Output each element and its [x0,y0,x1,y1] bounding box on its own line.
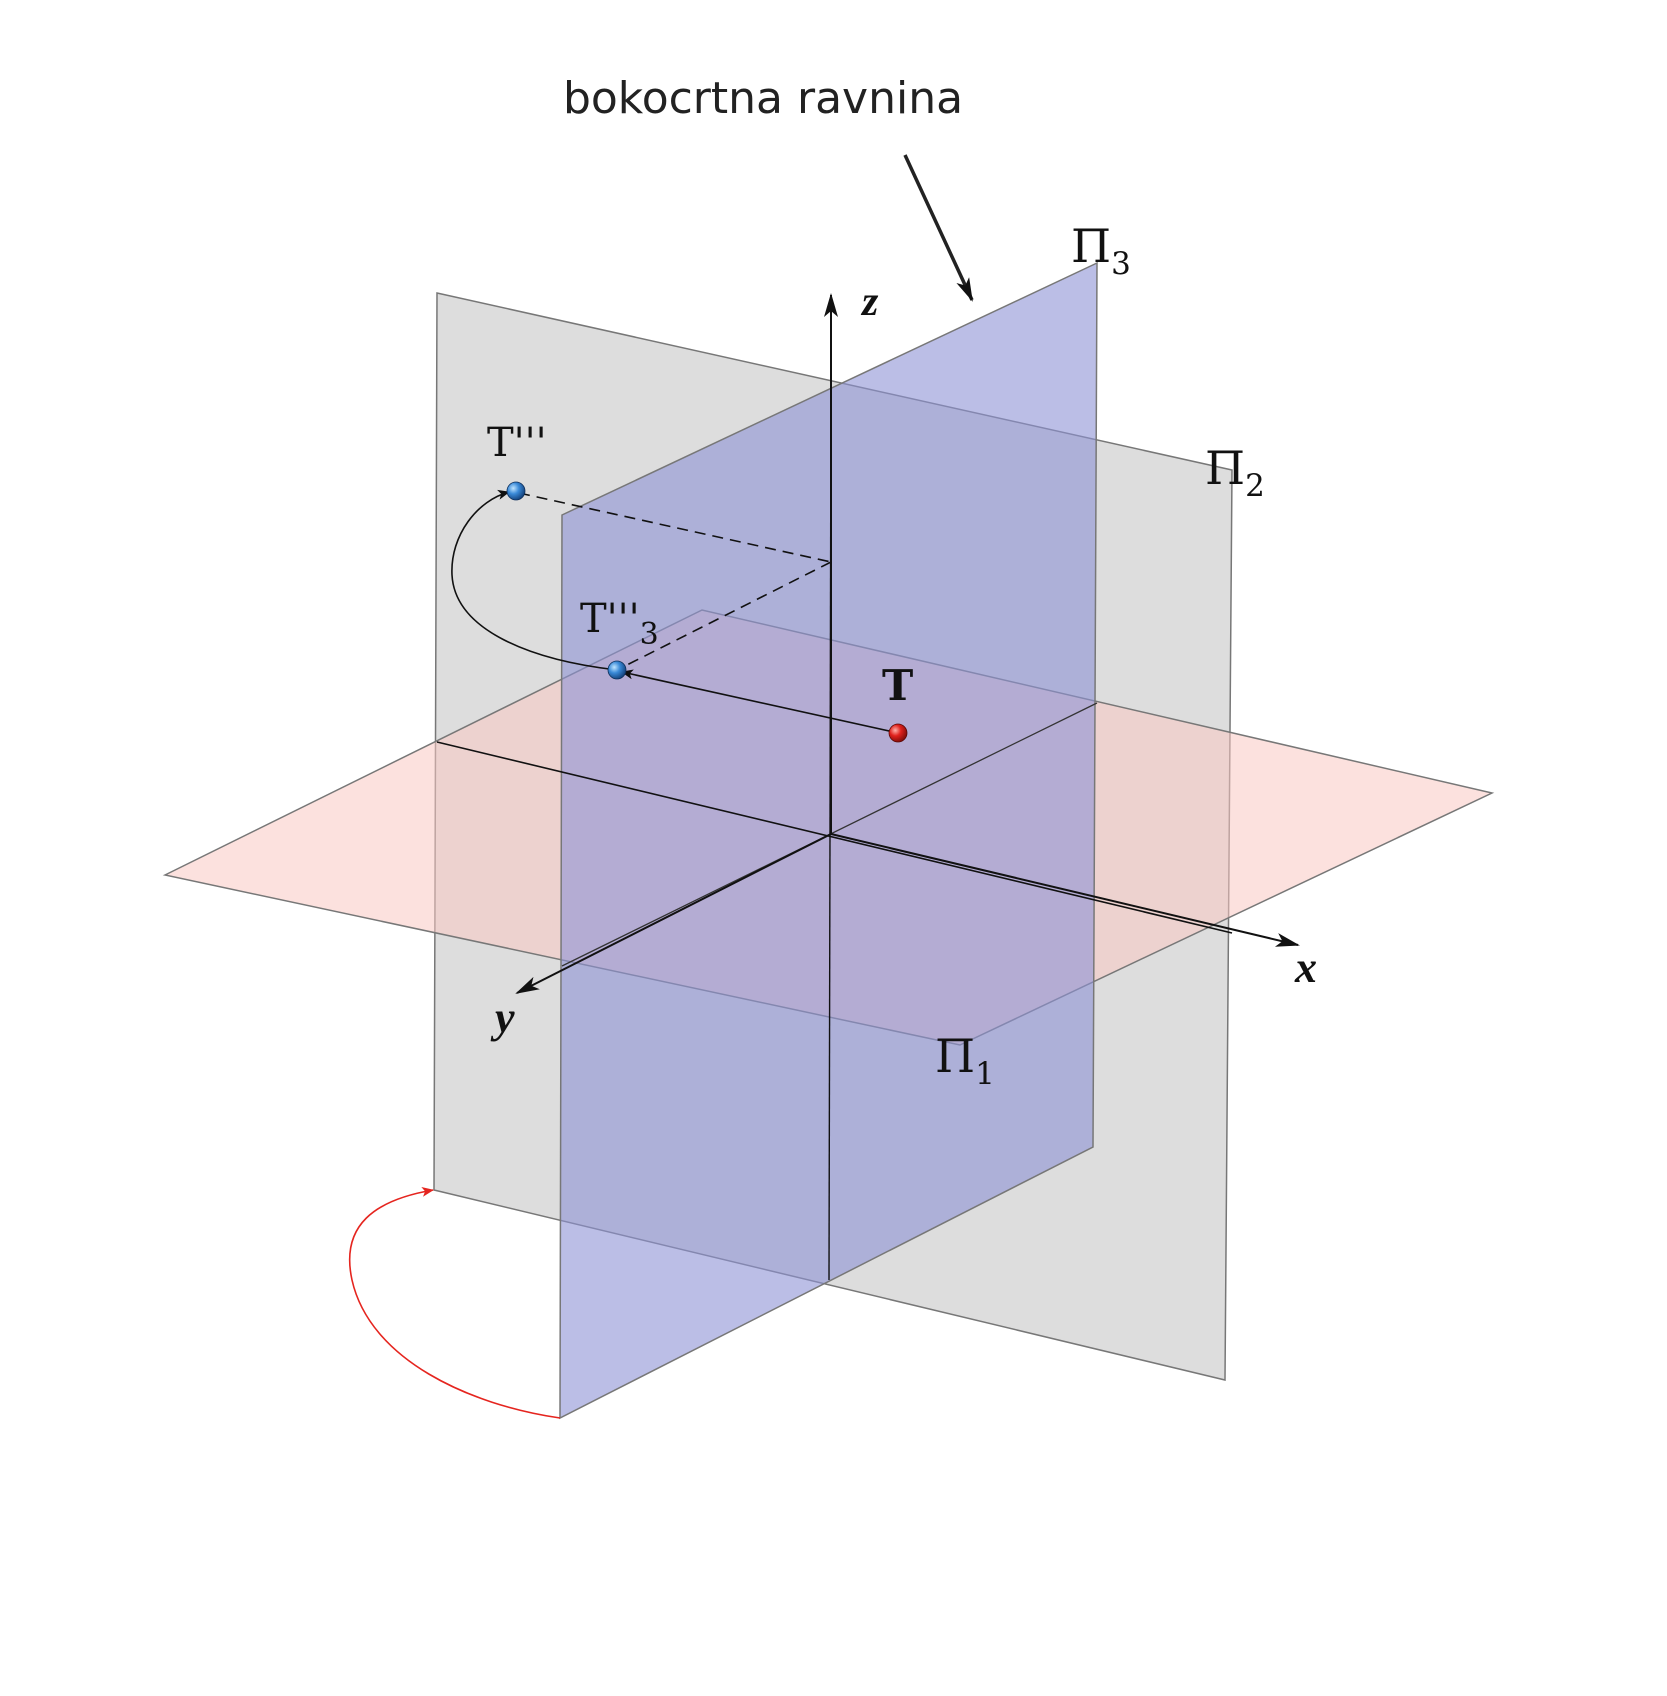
y-axis [515,833,832,994]
label-pi1: Π1 [935,1029,995,1092]
label-T: T [882,661,913,710]
label-pi2: Π2 [1205,441,1265,504]
caption-pointer-arrow [903,154,974,302]
x-axis [830,833,1300,947]
rotation-arc-black [451,489,618,671]
label-pi3: Π3 [1071,219,1131,282]
point-T3prime [506,481,526,501]
point-T3-rotated [607,660,627,680]
label-z-axis: z [860,279,879,325]
label-T3-rotated: T'''3 [580,596,659,652]
plane-pi3 [559,261,1098,1420]
label-T3prime: T''' [487,420,547,466]
caption: bokocrtna ravnina [563,73,963,124]
projection-arrow [621,669,899,734]
intersection-pi1-pi2 [436,741,1233,934]
dashed-line-y [616,561,832,671]
point-T [888,723,908,743]
label-y-axis: y [490,993,515,1042]
label-x-axis: x [1294,943,1317,992]
rotation-arc-red [348,1186,561,1419]
